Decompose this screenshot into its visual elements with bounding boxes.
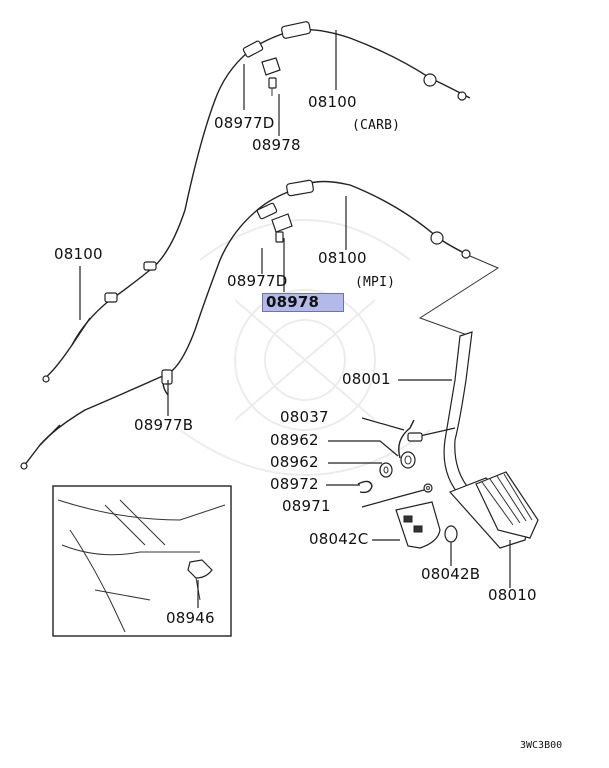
- callout-08977d-top: 08977D: [214, 114, 275, 132]
- callout-08100-mpi: 08100: [318, 249, 367, 267]
- callout-08010: 08010: [488, 586, 537, 604]
- callout-08971: 08971: [282, 497, 331, 515]
- bracket-08977d-top: [261, 57, 281, 96]
- spring-08037: [398, 419, 416, 469]
- bolt-08971: [423, 483, 433, 493]
- callout-08042c: 08042C: [309, 530, 369, 548]
- cable-mpi: [20, 179, 471, 470]
- callout-08042b: 08042B: [421, 565, 481, 583]
- callout-08001: 08001: [342, 370, 391, 388]
- leader-lines: [79, 30, 511, 608]
- diagram-code: 3WC3B00: [520, 740, 563, 751]
- callout-carb-note: (CARB): [352, 118, 401, 133]
- callout-08978-top: 08978: [252, 136, 301, 154]
- callout-08100-carb: 08100: [308, 93, 357, 111]
- connection-lines: [418, 255, 500, 337]
- pedal-pad-08010: [448, 471, 539, 549]
- watermark-emblem: [179, 219, 431, 476]
- callout-08977d-mid: 08977D: [227, 272, 288, 290]
- bracket-08977d-mid: [271, 213, 293, 243]
- callout-08037: 08037: [280, 408, 329, 426]
- bracket-08042c: [395, 501, 441, 549]
- callout-08946: 08946: [166, 609, 215, 627]
- pedal-arm-08001: [407, 331, 473, 499]
- callout-mpi-note: (MPI): [355, 275, 396, 290]
- inset-box: [52, 485, 232, 637]
- cable-carb: [42, 21, 471, 383]
- callout-08977b: 08977B: [134, 416, 194, 434]
- callout-08978-highlighted[interactable]: 08978: [262, 293, 344, 312]
- bumper-08042b: [444, 525, 458, 543]
- washer-08962-a: [379, 462, 393, 478]
- callout-08962-a: 08962: [270, 431, 319, 449]
- callout-08100-left: 08100: [54, 245, 103, 263]
- clip-08972: [357, 480, 373, 494]
- callout-08972: 08972: [270, 475, 319, 493]
- callout-08962-b: 08962: [270, 453, 319, 471]
